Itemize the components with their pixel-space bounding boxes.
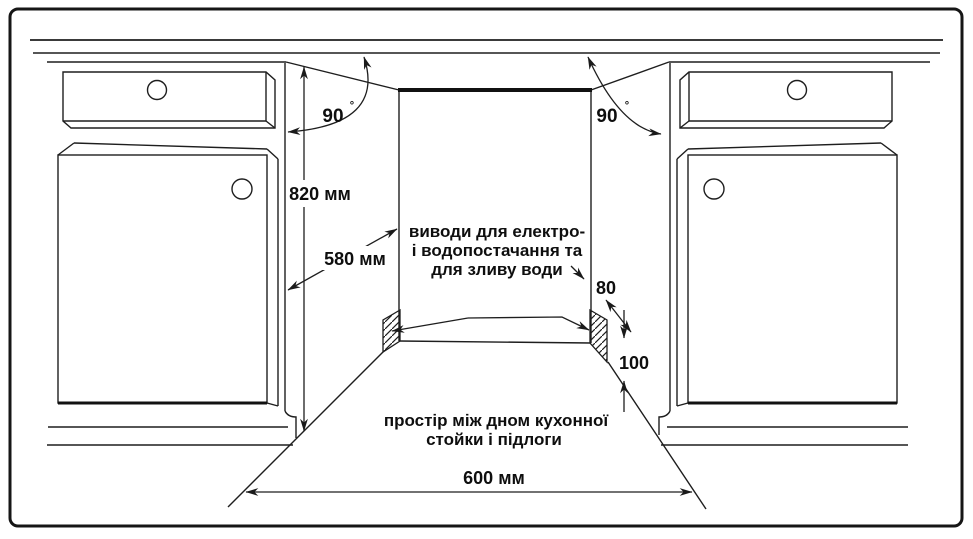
angle-arc-left bbox=[287, 56, 372, 136]
left-door bbox=[57, 142, 279, 407]
label-backplate bbox=[316, 246, 394, 270]
niche-depth-label: 580 мм bbox=[324, 249, 386, 269]
floor-note-line2: стойки і підлоги bbox=[426, 430, 562, 449]
outlet-note-line1: виводи для електро- bbox=[409, 222, 585, 241]
right-cabinet bbox=[658, 63, 908, 446]
angle-right-degree: ° bbox=[625, 100, 629, 112]
right-drawer-handle bbox=[786, 79, 808, 101]
floor-note: простір між дном кухонної стойки і підло… bbox=[384, 411, 610, 449]
outlet-note: виводи для електро- і водопостачання та … bbox=[409, 222, 585, 280]
counter-height-label: 820 мм bbox=[289, 184, 351, 204]
plinth-dim-100: 100 bbox=[619, 310, 649, 412]
angle-dim-right: 90 ° bbox=[587, 56, 662, 137]
outlet-block-right bbox=[589, 308, 608, 364]
outlet-note-leader bbox=[570, 265, 585, 280]
outlet-leader-right bbox=[467, 316, 590, 331]
depth-dim-580: 580 мм bbox=[287, 228, 398, 291]
niche-width-label: 600 мм bbox=[463, 468, 525, 488]
left-drawer-handle bbox=[146, 79, 168, 101]
width-dim-600: 600 мм bbox=[245, 468, 693, 496]
angle-arc-right bbox=[587, 56, 662, 137]
floor-note-line1: простір між дном кухонної bbox=[384, 411, 610, 430]
left-cabinet bbox=[47, 63, 297, 446]
angle-left-label: 90 bbox=[322, 106, 343, 127]
countertop bbox=[30, 39, 943, 63]
floor-edge-right bbox=[607, 361, 707, 510]
angle-left-degree: ° bbox=[350, 100, 354, 112]
outlet-note-line2: і водопостачання та bbox=[412, 241, 583, 260]
right-toe-kick bbox=[658, 410, 671, 435]
left-door-handle bbox=[231, 178, 253, 200]
right-door-handle bbox=[703, 178, 725, 200]
niche-bottom-edge bbox=[398, 340, 592, 344]
outlet-zone-label: 80 bbox=[596, 278, 616, 298]
right-door bbox=[676, 142, 898, 407]
right-drawer bbox=[679, 71, 893, 129]
floor-edge-left bbox=[227, 351, 384, 508]
outlet-leader-left bbox=[391, 317, 469, 333]
outlet-note-line3: для зливу води bbox=[431, 260, 563, 279]
outlet-block-left bbox=[382, 308, 401, 354]
plinth-height-label: 100 bbox=[619, 353, 649, 373]
left-drawer bbox=[62, 71, 276, 129]
angle-right-label: 90 bbox=[596, 106, 617, 127]
diagram-border bbox=[8, 7, 964, 528]
niche-top-diagonal-left bbox=[285, 61, 400, 91]
angle-dim-left: 90 ° bbox=[287, 56, 372, 136]
left-toe-kick bbox=[284, 410, 297, 438]
